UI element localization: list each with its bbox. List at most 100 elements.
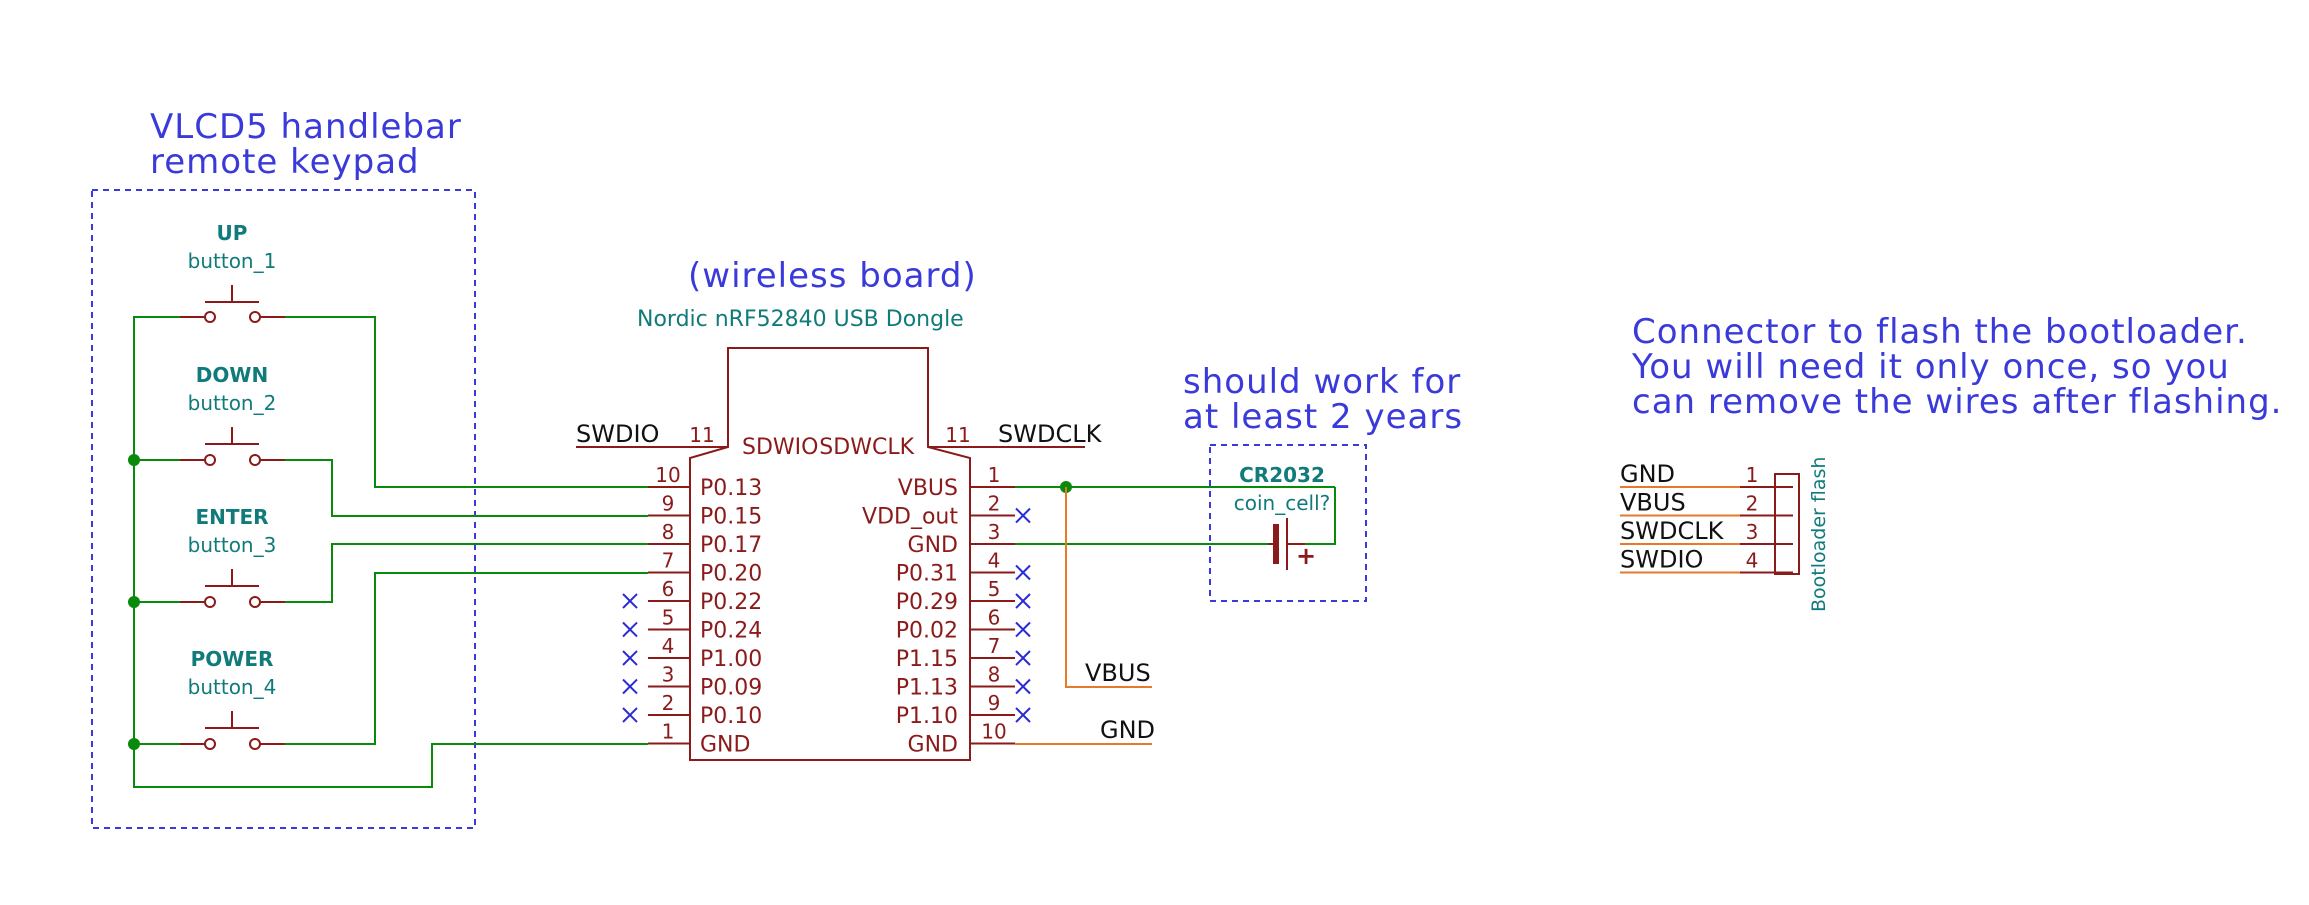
button-up-ref: UP [217, 221, 248, 245]
board-value: Nordic nRF52840 USB Dongle [637, 307, 964, 332]
board-pin-number-right: 5 [988, 577, 1001, 601]
flash-connector-group: Connector to flash the bootloader. You w… [1620, 312, 2281, 612]
board-pin-name-left: GND [700, 733, 750, 758]
power-nets: VBUS GND [1015, 481, 1336, 745]
button-up-value: button_1 [188, 249, 277, 273]
battery-ref: CR2032 [1239, 463, 1325, 487]
net-label-gnd: GND [1100, 716, 1155, 744]
board-pin-name-right: P0.29 [896, 590, 958, 615]
flash-net-label: SWDIO [1620, 546, 1703, 574]
board-pin-name-left: P0.10 [700, 704, 762, 729]
board-pin-number-right: 8 [988, 663, 1001, 687]
board-pin-number-right: 3 [988, 520, 1001, 544]
flash-pin-number: 3 [1746, 520, 1759, 544]
board-pin-name-right: VBUS [898, 476, 958, 501]
keypad-title-line2: remote keypad [150, 142, 420, 182]
button-up-contact-right [249, 311, 261, 323]
keypad-common-wire[interactable] [133, 316, 648, 788]
board-pin-number-left: 7 [662, 549, 675, 573]
junction-dot [128, 738, 140, 750]
button-down-value: button_2 [188, 391, 277, 415]
wire-battery-plus[interactable] [1305, 487, 1336, 545]
button-down-ref: DOWN [196, 363, 268, 387]
pin-num-swdio: 11 [689, 423, 714, 447]
board-pin-number-left: 9 [662, 492, 675, 516]
battery-note-line1: should work for [1183, 362, 1461, 402]
battery-value: coin_cell? [1234, 491, 1331, 515]
keypad-boundary [91, 189, 476, 829]
board-pin-name-right: P0.31 [896, 562, 958, 587]
net-label-vbus: VBUS [1085, 659, 1151, 687]
board-pin-number-right: 6 [988, 606, 1001, 630]
button-down-contact-left [204, 454, 216, 466]
keypad-group: VLCD5 handlebar remote keypad UP button_… [91, 107, 648, 829]
button-power-ref: POWER [191, 647, 274, 671]
battery-boundary [1209, 444, 1367, 602]
flash-net-label: SWDCLK [1620, 517, 1725, 545]
no-connect-marker [622, 650, 638, 666]
no-connect-marker [1015, 507, 1031, 524]
battery-note-line2: at least 2 years [1183, 397, 1463, 437]
board-pin-number-right: 10 [981, 720, 1006, 744]
battery-group: should work for at least 2 years CR2032 … [1183, 362, 1463, 602]
no-connect-marker [622, 707, 638, 723]
board-pin-number-right: 1 [988, 463, 1001, 487]
button-up[interactable]: UP button_1 [180, 221, 285, 323]
junction-dot [128, 454, 140, 466]
board-body[interactable] [689, 347, 971, 761]
board-pin-number-left: 8 [662, 520, 675, 544]
flash-pin-number: 4 [1746, 549, 1759, 573]
board-pin-number-left: 2 [662, 691, 675, 715]
flash-connector-ref: Bootloader flash [1808, 457, 1830, 612]
net-label-swdio: SWDIO [576, 420, 659, 448]
board-pin-name-right: GND [908, 733, 958, 758]
button-enter-ref: ENTER [195, 505, 268, 529]
board-pin-name-left: P0.17 [700, 533, 762, 558]
flash-connector-body[interactable] [1774, 473, 1800, 575]
flash-pin-number: 2 [1746, 492, 1759, 516]
button-power[interactable]: POWER button_4 [180, 647, 285, 750]
junction-dot [128, 596, 140, 608]
board-pin-number-right: 9 [988, 691, 1001, 715]
board-pin-name-left: P0.22 [700, 590, 762, 615]
flash-note-line1: Connector to flash the bootloader. [1632, 312, 2248, 352]
board-pin-name-right: P1.13 [896, 676, 958, 701]
no-connect-marker [1015, 593, 1031, 609]
wire-up-to-p013[interactable] [285, 316, 648, 488]
board-pin-number-left: 5 [662, 606, 675, 630]
board-pin-number-left: 4 [662, 634, 675, 658]
board-right-pins: 1VBUS2VDD_out3GND4P0.315P0.296P0.027P1.1… [862, 463, 1031, 758]
button-enter-value: button_3 [188, 533, 277, 557]
wire-enter-to-p017[interactable] [285, 543, 648, 603]
board-pin-number-right: 2 [988, 492, 1001, 516]
flash-note-line2: You will need it only once, so you [1631, 347, 2230, 387]
wire-down-to-p015[interactable] [285, 459, 648, 517]
board-pin-name-right: P1.10 [896, 704, 958, 729]
board-pin-name-left: P0.15 [700, 505, 762, 530]
button-up-contact-left [204, 311, 216, 323]
board-pin-name-right: P0.02 [896, 619, 958, 644]
board-pin-name-left: P0.09 [700, 676, 762, 701]
vbus-net-line [1065, 487, 1152, 688]
board-pin-name-left: P0.20 [700, 562, 762, 587]
board-pin-name-left: P0.24 [700, 619, 762, 644]
net-label-swdclk: SWDCLK [998, 420, 1103, 448]
button-power-value: button_4 [188, 675, 277, 699]
button-power-contact-left [204, 738, 216, 750]
wire-power-to-p020[interactable] [285, 572, 648, 745]
board-pin-name-left: P0.13 [700, 476, 762, 501]
keypad-title-line1: VLCD5 handlebar [150, 107, 462, 147]
button-enter[interactable]: ENTER button_3 [180, 505, 285, 608]
board-pin-name-right: GND [908, 533, 958, 558]
flash-net-label: GND [1620, 460, 1675, 488]
coin-cell-battery[interactable]: + [1268, 518, 1316, 570]
no-connect-marker [1015, 564, 1031, 581]
no-connect-marker [1015, 621, 1031, 638]
board-pin-number-right: 4 [988, 549, 1001, 573]
board-pin-name-right: VDD_out [862, 505, 958, 530]
board-left-pins: 10P0.139P0.158P0.177P0.206P0.225P0.244P1… [622, 463, 762, 758]
no-connect-marker [622, 593, 638, 609]
button-down[interactable]: DOWN button_2 [180, 363, 285, 466]
